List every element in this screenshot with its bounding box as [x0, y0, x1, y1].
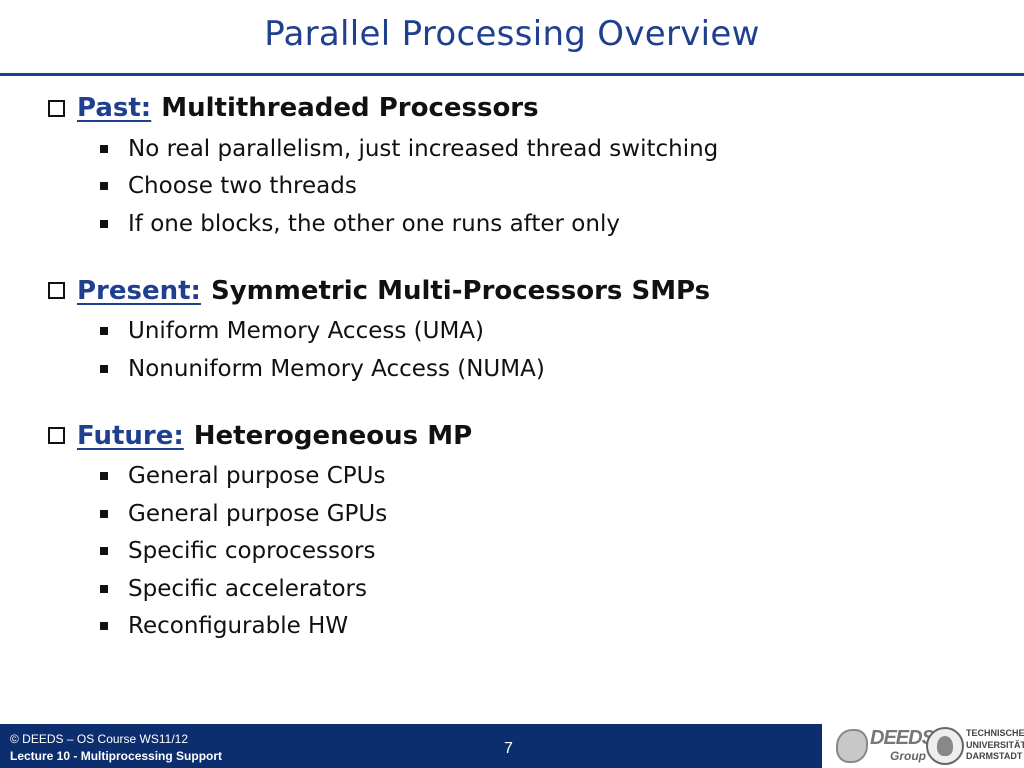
- title-divider: [0, 73, 1024, 76]
- list-item: Specific coprocessors: [48, 533, 1008, 571]
- square-bullet-icon: [100, 472, 108, 481]
- section-lead: Past:: [77, 93, 152, 123]
- deeds-logo-text: DEEDS: [870, 727, 935, 749]
- list-item-text: Specific coprocessors: [128, 538, 376, 565]
- section-title: Symmetric Multi-Processors SMPs: [210, 275, 711, 306]
- slide-title: Parallel Processing Overview: [264, 14, 760, 54]
- section-heading: Past: Multithreaded Processors: [48, 86, 1008, 130]
- list-item-text: Choose two threads: [128, 173, 357, 200]
- section-items: General purpose CPUs General purpose GPU…: [48, 458, 1008, 646]
- square-bullet-icon: [100, 327, 108, 336]
- square-bullet-icon: [100, 622, 108, 631]
- checkbox-square-icon: [48, 99, 65, 117]
- footer-logos: DEEDS Group TECHNISCHE UNIVERSITÄT DARMS…: [822, 724, 1024, 768]
- list-item: Nonuniform Memory Access (NUMA): [48, 350, 1008, 388]
- list-item: Reconfigurable HW: [48, 608, 1008, 646]
- university-line-1: TECHNISCHE: [966, 728, 1024, 738]
- list-item: General purpose CPUs: [48, 458, 1008, 496]
- slide-footer: © DEEDS – OS Course WS11/12 Lecture 10 -…: [0, 724, 1024, 768]
- list-item-text: If one blocks, the other one runs after …: [128, 210, 620, 237]
- square-bullet-icon: [100, 509, 108, 518]
- university-seal-icon: [926, 727, 964, 765]
- list-item-text: General purpose CPUs: [128, 463, 386, 490]
- footer-lecture: Lecture 10 - Multiprocessing Support: [10, 749, 223, 763]
- university-line-3: DARMSTADT: [966, 751, 1023, 761]
- section-title: Heterogeneous MP: [193, 420, 473, 451]
- list-item-text: General purpose GPUs: [128, 500, 388, 527]
- square-bullet-icon: [100, 364, 108, 373]
- university-logo-text: TECHNISCHE UNIVERSITÄT DARMSTADT: [966, 728, 1024, 763]
- university-line-2: UNIVERSITÄT: [966, 739, 1024, 750]
- checkbox-square-icon: [48, 427, 65, 444]
- section-items: Uniform Memory Access (UMA) Nonuniform M…: [48, 313, 1008, 388]
- list-item-text: Specific accelerators: [128, 575, 367, 602]
- section-present: Present: Symmetric Multi-Processors SMPs…: [48, 269, 1008, 388]
- section-heading: Future: Heterogeneous MP: [48, 414, 1008, 458]
- section-future: Future: Heterogeneous MP General purpose…: [48, 414, 1008, 646]
- section-past: Past: Multithreaded Processors No real p…: [48, 86, 1008, 243]
- list-item-text: Uniform Memory Access (UMA): [128, 318, 484, 345]
- list-item-text: No real parallelism, just increased thre…: [128, 135, 719, 162]
- square-bullet-icon: [100, 219, 108, 228]
- section-heading: Present: Symmetric Multi-Processors SMPs: [48, 269, 1008, 313]
- section-items: No real parallelism, just increased thre…: [48, 130, 1008, 243]
- deeds-logo-icon: [836, 729, 868, 763]
- deeds-logo-subtext: Group: [890, 749, 926, 763]
- list-item: General purpose GPUs: [48, 495, 1008, 533]
- square-bullet-icon: [100, 584, 108, 593]
- list-item-text: Reconfigurable HW: [128, 613, 349, 640]
- page-number: 7: [504, 740, 513, 757]
- square-bullet-icon: [100, 182, 108, 191]
- section-title: Multithreaded Processors: [161, 93, 539, 123]
- list-item-text: Nonuniform Memory Access (NUMA): [128, 355, 545, 382]
- list-item: If one blocks, the other one runs after …: [48, 205, 1008, 243]
- square-bullet-icon: [100, 547, 108, 556]
- slide-content: Past: Multithreaded Processors No real p…: [48, 86, 1008, 671]
- section-lead: Future:: [77, 420, 184, 451]
- list-item: Uniform Memory Access (UMA): [48, 313, 1008, 351]
- list-item: Specific accelerators: [48, 570, 1008, 608]
- list-item: Choose two threads: [48, 168, 1008, 206]
- square-bullet-icon: [100, 144, 108, 153]
- section-lead: Present:: [77, 275, 201, 306]
- list-item: No real parallelism, just increased thre…: [48, 130, 1008, 168]
- checkbox-square-icon: [48, 282, 65, 299]
- footer-copyright: © DEEDS – OS Course WS11/12: [10, 732, 189, 746]
